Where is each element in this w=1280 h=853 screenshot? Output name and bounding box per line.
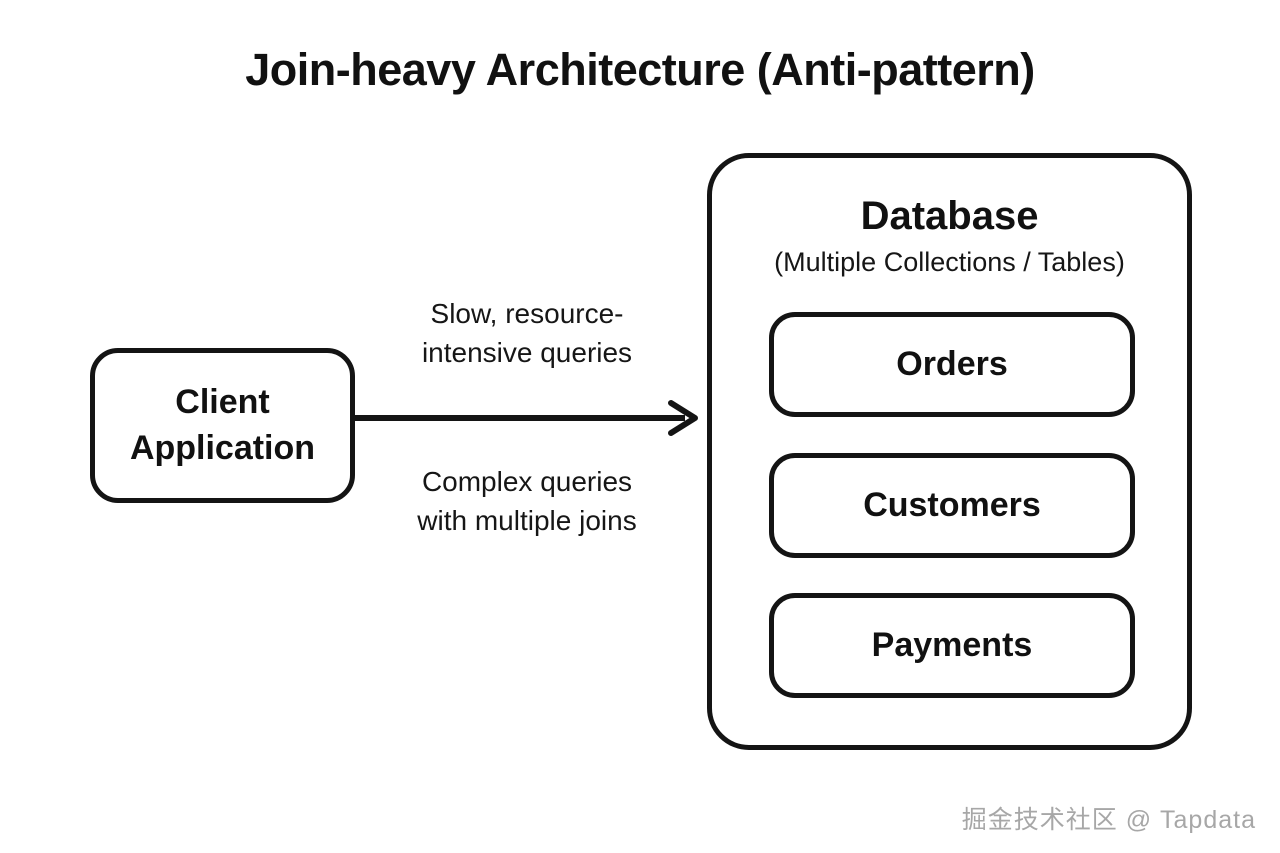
arrow-label-top: Slow, resource- intensive queries [421, 298, 633, 369]
database-node: Database (Multiple Collections / Tables)… [707, 153, 1192, 750]
diagram-title: Join-heavy Architecture (Anti-pattern) [245, 44, 1035, 95]
table-node-customers: Customers [769, 453, 1135, 558]
client-application-label: Client Application [129, 382, 316, 467]
table-node-orders: Orders [769, 312, 1135, 417]
arrow-label-bottom: Complex queries with multiple joins [417, 466, 637, 537]
database-title: Database [860, 194, 1039, 238]
table-label-payments: Payments [871, 626, 1033, 664]
table-label-customers: Customers [863, 486, 1041, 524]
watermark: 掘金技术社区 @ Tapdata [961, 806, 1256, 834]
right-arrow-icon [355, 400, 698, 436]
table-label-orders: Orders [896, 345, 1008, 383]
client-application-node: Client Application [90, 348, 355, 503]
database-subtitle: (Multiple Collections / Tables) [774, 247, 1125, 277]
table-node-payments: Payments [769, 593, 1135, 698]
